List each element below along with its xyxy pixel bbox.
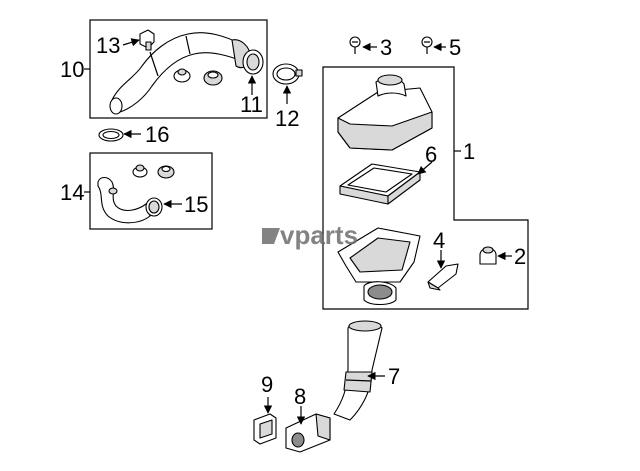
callout-12: 12	[275, 106, 299, 131]
group-box-14	[89, 152, 213, 230]
part-14-grommet-a[interactable]	[132, 164, 148, 178]
callout-5: 5	[449, 35, 461, 60]
part-5-screw[interactable]	[421, 36, 433, 54]
part-7-air-duct[interactable]	[333, 320, 383, 421]
part-1-lower-housing[interactable]	[337, 227, 421, 306]
callout-10: 10	[60, 57, 84, 82]
part-1-housing-cover[interactable]	[337, 74, 433, 151]
leader-6	[417, 161, 433, 175]
callout-4: 4	[433, 228, 445, 253]
callout-13: 13	[96, 33, 120, 58]
watermark-text: vparts	[280, 220, 358, 250]
part-4-bracket[interactable]	[427, 263, 459, 291]
vparts-logo-icon	[262, 228, 280, 244]
part-14-grommet-b[interactable]	[157, 165, 175, 179]
part-16-clamp[interactable]	[98, 128, 124, 142]
part-9-cap[interactable]	[253, 413, 277, 445]
part-8-intake[interactable]	[285, 413, 331, 453]
callout-1: 1	[463, 139, 475, 164]
part-2-grommet[interactable]	[479, 246, 497, 265]
part-12-clamp[interactable]	[272, 63, 303, 85]
vparts-watermark: vparts	[262, 220, 358, 250]
callout-14: 14	[60, 180, 84, 205]
part-6-air-filter[interactable]	[339, 163, 421, 205]
part-15-seal[interactable]	[145, 197, 163, 217]
part-10-grommet-b[interactable]	[203, 70, 223, 86]
part-11-seal[interactable]	[242, 49, 264, 75]
group-outline-1	[322, 66, 529, 310]
part-3-screw[interactable]	[349, 36, 361, 54]
callout-15: 15	[184, 192, 208, 217]
part-10-grommet-a[interactable]	[173, 68, 191, 83]
callout-3: 3	[380, 35, 392, 60]
part-13-sensor[interactable]	[139, 29, 155, 51]
callout-6: 6	[425, 142, 437, 167]
callout-7: 7	[388, 364, 400, 389]
callout-8: 8	[294, 384, 306, 409]
callout-11: 11	[240, 92, 263, 117]
leader-13	[122, 38, 140, 47]
callout-9: 9	[261, 372, 273, 397]
part-14-hose[interactable]	[97, 176, 151, 224]
callout-16: 16	[145, 122, 169, 147]
callout-2: 2	[514, 244, 526, 269]
